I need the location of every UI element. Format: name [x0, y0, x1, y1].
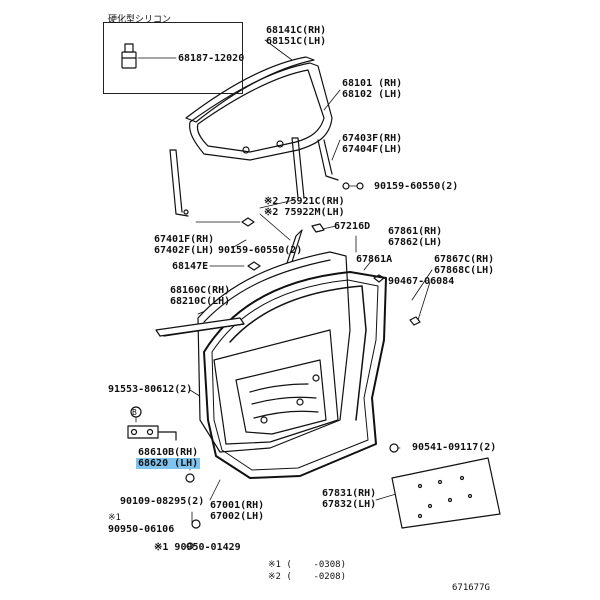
part-label-90109: 90109-08295(2): [120, 496, 205, 507]
part-label-67832: 67832(LH): [322, 499, 377, 510]
part-label-68610b: 68610B(RH): [138, 447, 199, 458]
part-label-67403f: 67403F(RH): [342, 133, 403, 144]
part-label-67868c: 67868C(LH): [434, 265, 495, 276]
service-hole-cover: [391, 457, 501, 529]
part-label-67216d: 67216D: [334, 221, 371, 232]
part-label-67867c: 67867C(RH): [434, 254, 495, 265]
part-label-90541: 90541-09117(2): [412, 442, 497, 453]
bolt-icon: [185, 443, 399, 550]
part-label-90950-06106: 90950-06106: [108, 524, 175, 535]
part-label-68151c: 68151C(LH): [266, 36, 327, 47]
belt-moulding-outer: [185, 56, 315, 123]
part-label-67001: 67001(RH): [210, 500, 265, 511]
sealant-caption: 硬化型シリコン: [108, 15, 172, 25]
door-panel: [197, 251, 351, 453]
part-label-68160c: 68160C(RH): [170, 285, 231, 296]
sealant-box: [103, 22, 243, 94]
door-hinge: [127, 406, 177, 441]
part-label-90950-01429: ※1 90950-01429: [154, 542, 241, 553]
part-label-75921c: ※2 75921C(RH): [264, 196, 345, 207]
footnote-2: ※2 ( -0208): [268, 572, 346, 582]
part-label-68620-highlighted: 68620 (LH): [136, 458, 201, 469]
part-label-68187: 68187-12020: [178, 53, 245, 64]
part-label-67831: 67831(RH): [322, 488, 377, 499]
callout-b: B: [132, 408, 137, 417]
part-label-90159-b: 90159-60550(2): [218, 245, 303, 256]
footnote-1: ※1 ( -0308): [268, 560, 346, 570]
part-label-68101: 68101 (RH): [342, 78, 403, 89]
part-label-67404f: 67404F(LH): [342, 144, 403, 155]
part-label-91553: 91553-80612(2): [108, 384, 193, 395]
front-run-channel: [169, 149, 189, 217]
part-label-90159-a: 90159-60550(2): [374, 181, 459, 192]
belt-weatherstrip: [155, 317, 245, 337]
leader-lines: [135, 39, 433, 525]
inner-seal: [229, 285, 367, 421]
part-label-68210c: 68210C(LH): [170, 296, 231, 307]
sealant-bottle-icon: [121, 43, 177, 69]
part-label-68141c: 68141C(RH): [266, 25, 327, 36]
part-label-67861a: 67861A: [356, 254, 393, 265]
door-glass: [189, 62, 333, 161]
part-label-67402f: 67402F(LH): [154, 245, 215, 256]
part-label-67862: 67862(LH): [388, 237, 443, 248]
figure-number: 671677G: [452, 583, 490, 593]
part-label-68147e: 68147E: [172, 261, 209, 272]
part-label-67401f: 67401F(RH): [154, 234, 215, 245]
part-label-67861: 67861(RH): [388, 226, 443, 237]
part-label-75922m: ※2 75922M(LH): [264, 207, 345, 218]
part-label-67002: 67002(LH): [210, 511, 265, 522]
footnote-mark-1: ※1: [108, 513, 121, 523]
part-label-68102: 68102 (LH): [342, 89, 403, 100]
rear-run-channel: [291, 137, 305, 199]
part-label-90467: 90467-06084: [388, 276, 455, 287]
rear-lower-channel: [317, 139, 339, 181]
